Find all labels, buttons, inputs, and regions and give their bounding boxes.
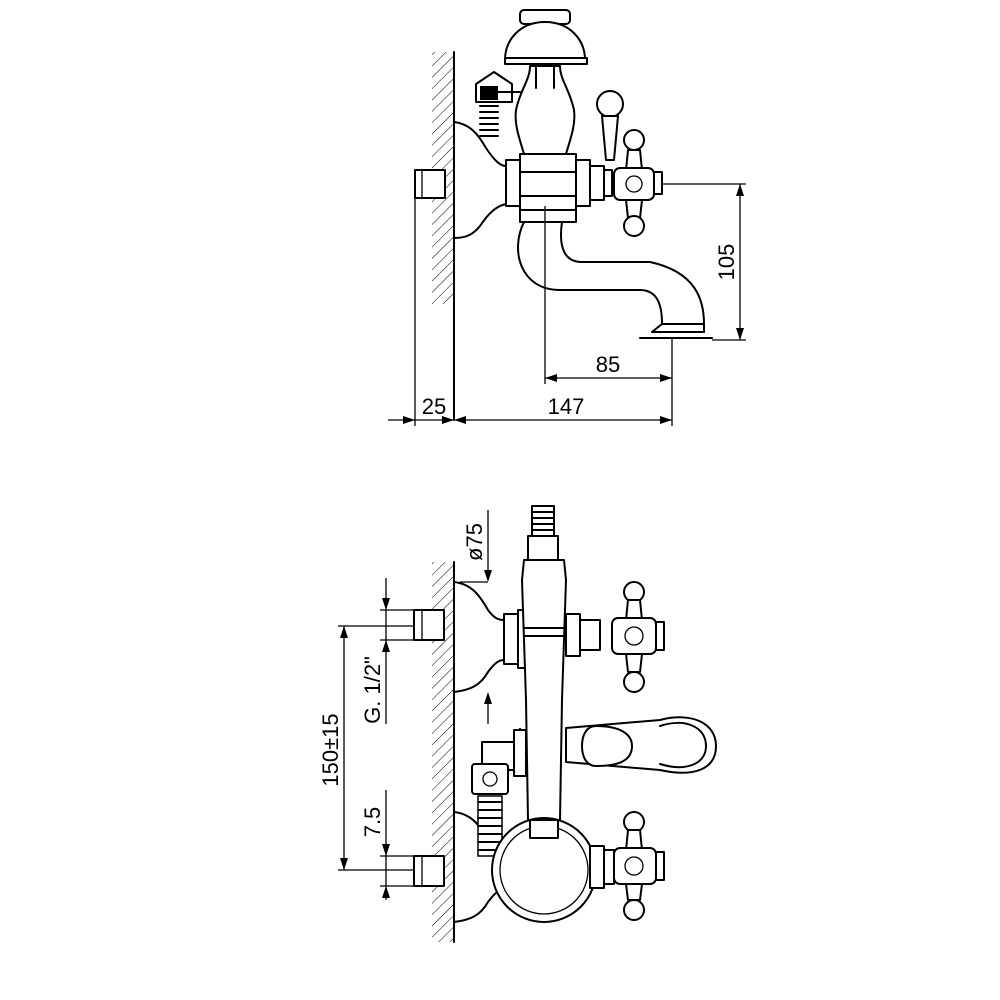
- diverter-knob-top: [504, 9, 588, 155]
- dim-dia75-label: ø75: [462, 523, 487, 561]
- hose-coupling-front: [471, 729, 527, 857]
- dim-25-147: 25 147: [388, 198, 672, 426]
- dim-105: 105: [662, 183, 746, 341]
- inlet-connector-upper: [413, 609, 445, 641]
- spout-top: [517, 221, 705, 325]
- lower-round-body: [491, 817, 597, 923]
- dim-25-label: 25: [422, 394, 446, 419]
- spout-front: [519, 716, 717, 774]
- dim-7-5-label: 7.5: [360, 807, 385, 838]
- mixer-body-top: [505, 153, 613, 211]
- hose-coupling-top: [475, 71, 521, 137]
- dim-7-5: 7.5: [360, 790, 414, 900]
- wall-flange-front-upper: [453, 581, 505, 693]
- dim-thread: G. 1/2": [360, 578, 414, 724]
- dim-147-label: 147: [548, 394, 585, 419]
- dim-105-label: 105: [714, 244, 739, 281]
- cross-handle-top: [613, 129, 663, 237]
- wall-hatch-front: [432, 562, 454, 942]
- inlet-connector-lower: [413, 855, 445, 887]
- lever-handle-top: [596, 90, 624, 161]
- cross-handle-lower-front: [589, 811, 665, 921]
- dim-85: 85: [544, 206, 673, 426]
- side-view: 105 85 25 147: [388, 9, 746, 426]
- shower-column: [521, 505, 567, 821]
- inlet-connector-top: [414, 169, 446, 199]
- dim-150-label: 150±15: [318, 713, 343, 786]
- dim-thread-label: G. 1/2": [360, 656, 385, 724]
- dim-85-label: 85: [596, 352, 620, 377]
- dim-dia75: ø75: [460, 510, 492, 724]
- dim-150: 150±15: [318, 625, 414, 871]
- wall-flange-top: [453, 121, 507, 239]
- front-view: ø75 G. 1/2" 150±15 7.5: [318, 505, 717, 943]
- cross-handle-upper-front: [565, 581, 665, 693]
